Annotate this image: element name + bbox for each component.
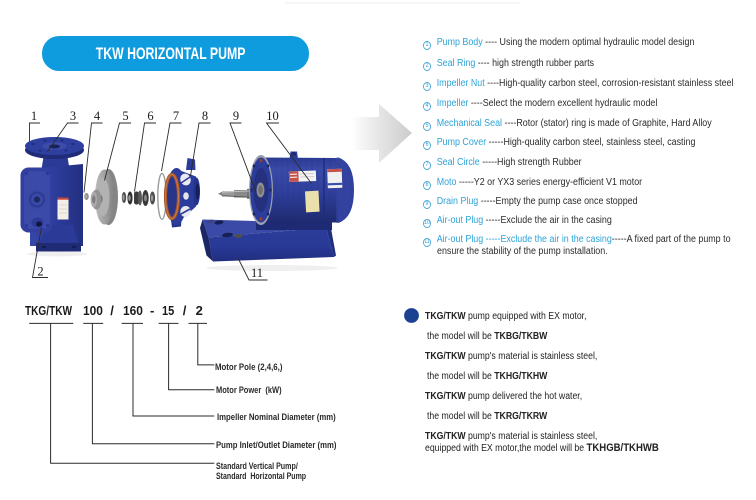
svg-text:11: 11 xyxy=(251,266,263,280)
svg-text:9: 9 xyxy=(233,109,239,123)
svg-text:10: 10 xyxy=(266,109,279,123)
svg-text:5: 5 xyxy=(122,109,128,123)
svg-text:1: 1 xyxy=(31,109,37,123)
svg-text:7: 7 xyxy=(173,109,179,123)
svg-text:8: 8 xyxy=(202,109,208,123)
svg-text:4: 4 xyxy=(94,109,101,123)
svg-text:6: 6 xyxy=(147,109,153,123)
svg-text:3: 3 xyxy=(70,109,76,123)
svg-text:2: 2 xyxy=(37,265,43,279)
